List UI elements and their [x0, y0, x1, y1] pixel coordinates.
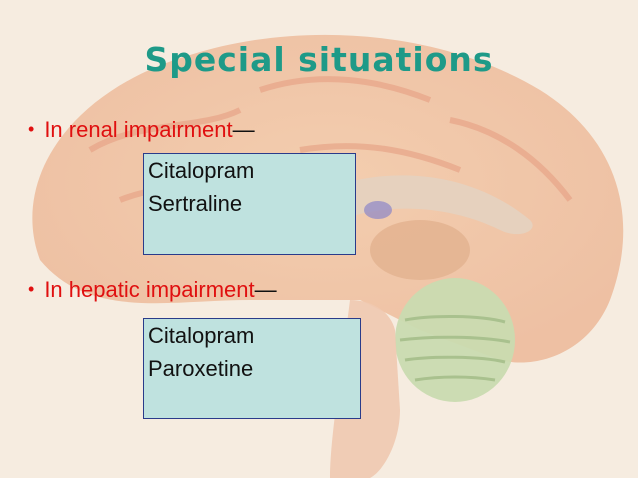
- bullet-hepatic: • In hepatic impairment—: [28, 277, 277, 303]
- renal-drug-box: Citalopram Sertraline: [143, 153, 356, 255]
- gyri-lines: [88, 76, 573, 203]
- corpus-callosum: [300, 175, 533, 235]
- drug-item: Citalopram: [148, 323, 255, 348]
- drug-item: Sertraline: [148, 191, 243, 216]
- bullet-dot: •: [28, 279, 35, 299]
- bullet-hepatic-label: In hepatic impairment: [44, 277, 255, 302]
- cerebellum-shape: [395, 278, 515, 402]
- cerebellum-folia: [399, 314, 511, 382]
- bullet-dash: —: [254, 277, 277, 302]
- hepatic-drug-box: Citalopram Paroxetine: [143, 318, 361, 419]
- bullet-dash: —: [232, 117, 255, 142]
- ventricle-shape: [364, 201, 392, 219]
- bullet-renal-label: In renal impairment: [44, 117, 233, 142]
- bullet-renal: • In renal impairment—: [28, 117, 255, 143]
- drug-item: Citalopram: [148, 158, 255, 183]
- bullet-dot: •: [28, 119, 35, 139]
- drug-item: Paroxetine: [148, 356, 254, 381]
- slide-title: Special situations: [144, 40, 494, 79]
- thalamus-shape: [370, 220, 470, 280]
